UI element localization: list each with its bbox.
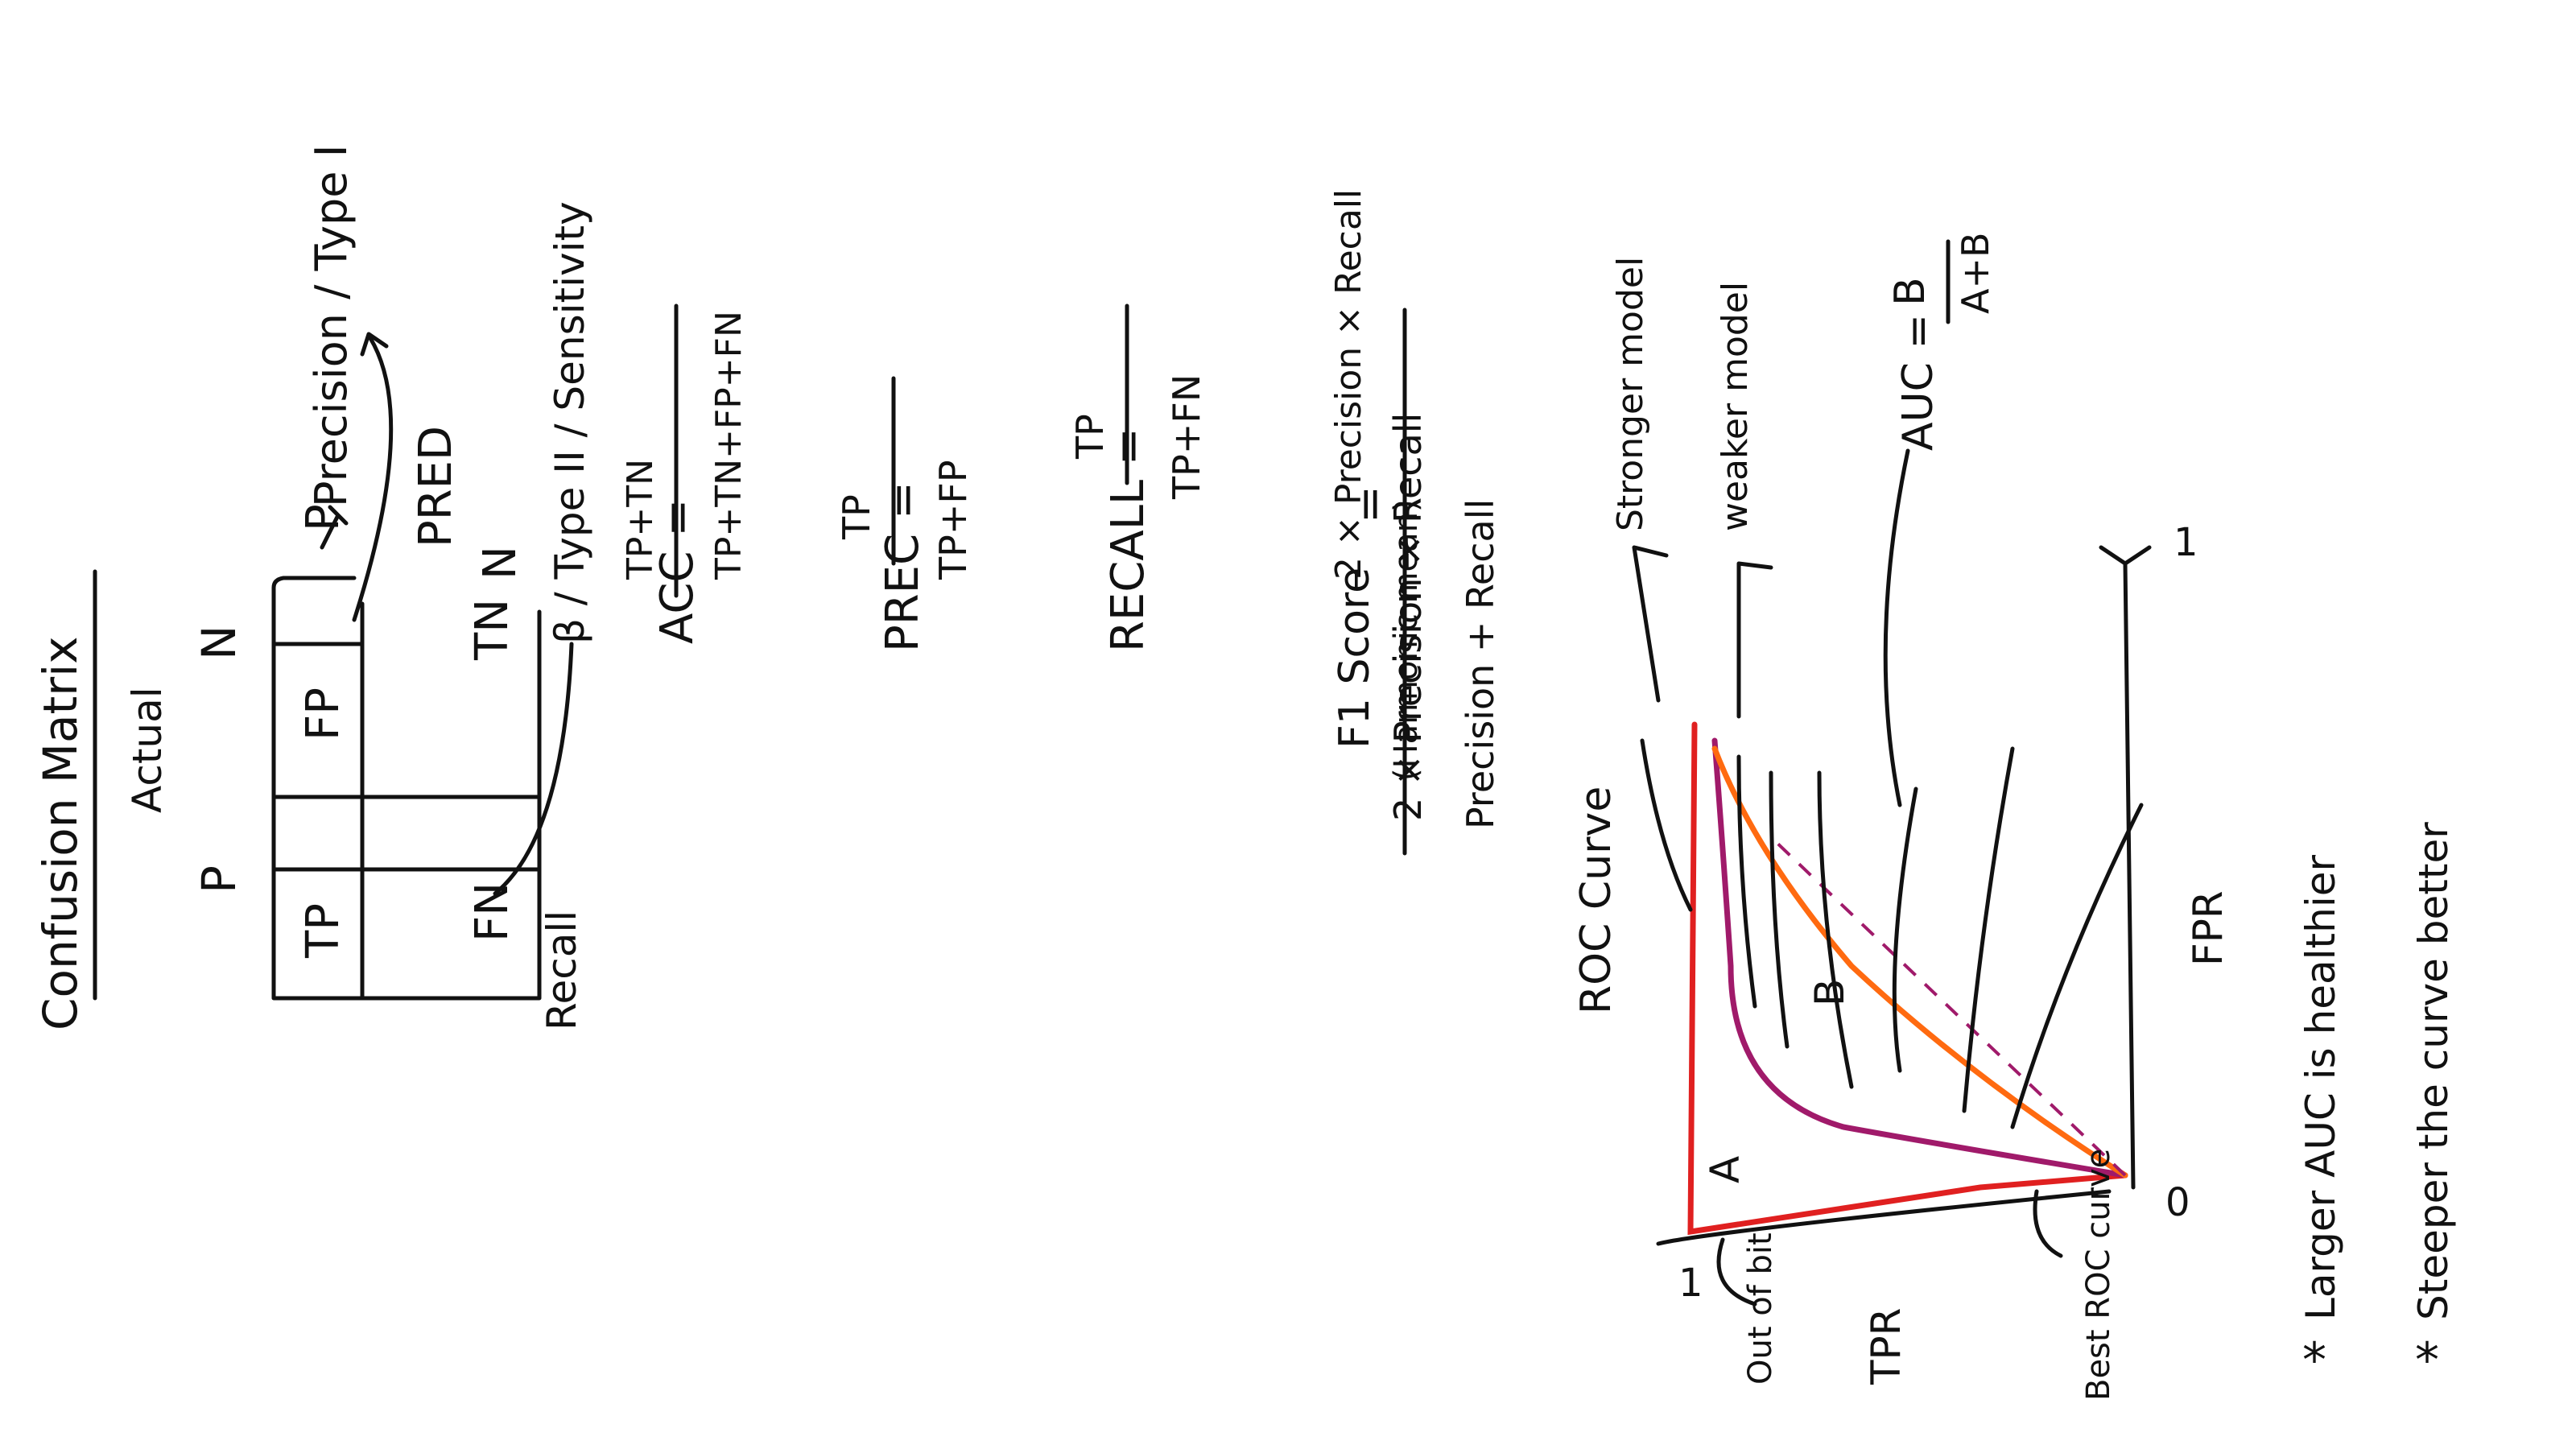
best-roc-curve xyxy=(1687,721,2128,1236)
precision-formula: PREC = TP TP+FP xyxy=(835,376,975,652)
accuracy-formula: ACC = TP+TN TP+TN+FP+FN xyxy=(620,303,749,644)
cell-fn: FN xyxy=(466,882,518,942)
roc-y-axis-label: TPR xyxy=(1863,1308,1909,1385)
out-of-bit-hook xyxy=(1716,1237,1757,1307)
auc-arrow xyxy=(1883,448,1910,807)
pred-n-label: N xyxy=(474,546,526,580)
roc-section: 2 × Precision × Recall Precision + Recal… xyxy=(1386,232,2457,1401)
recall-formula: RECALL = TP TP+FN xyxy=(1068,303,1208,652)
recall-column-label: Recall xyxy=(539,910,585,1030)
roc-x-one: 1 xyxy=(2174,520,2198,565)
f1-numerator: 2 × Precision × Recall xyxy=(1328,189,1369,580)
precision-curve-arrow xyxy=(352,332,394,622)
roc-origin: 0 xyxy=(2165,1180,2190,1225)
random-diagonal xyxy=(1769,836,2127,1177)
prec-numerator: TP xyxy=(835,494,878,540)
roc-band: 2 × Precision × Recall xyxy=(1328,189,1369,580)
region-b-label: B xyxy=(1806,979,1853,1006)
roc-y-axis xyxy=(1656,1189,2112,1246)
roc-x-axis-label: FPR xyxy=(2185,890,2231,966)
roc-y-one: 1 xyxy=(1678,1261,1703,1306)
acc-denominator: TP+TN+FP+FN xyxy=(708,311,749,580)
purple-roc-curve xyxy=(1711,737,2128,1179)
precision-annotation: Precision / Type I xyxy=(306,144,357,507)
rotated-page: Confusion Matrix Actual P N P N PRED TP … xyxy=(33,144,1425,1030)
prec-denominator: TP+FP xyxy=(931,460,975,580)
prec-lhs: PREC = xyxy=(877,481,929,652)
weaker-arrow xyxy=(1736,561,1773,719)
pred-label: PRED xyxy=(410,426,462,547)
best-roc-label: Best ROC curve xyxy=(2080,1149,2117,1401)
cell-fp: FP xyxy=(297,687,349,741)
note2-bullet: * xyxy=(2415,1332,2439,1389)
auc-numerator: B xyxy=(1886,277,1934,306)
beta-annotation: β / Type II / Sensitivity xyxy=(547,201,593,644)
auc-lhs: AUC = xyxy=(1894,314,1942,451)
stronger-arrow xyxy=(1632,545,1669,703)
f1-equals: = xyxy=(1344,485,1396,523)
note1-text: Larger AUC is healthier xyxy=(2297,855,2344,1320)
recall-denominator: TP+FN xyxy=(1165,374,1208,500)
matrix-grid xyxy=(271,576,542,1001)
f1-denominator-screen: Precision + Recall xyxy=(1459,499,1502,829)
fn-arrow xyxy=(493,642,574,896)
weaker-label: weaker model xyxy=(1715,282,1756,531)
actual-label: Actual xyxy=(124,687,171,813)
note2-text: Steeper the curve better xyxy=(2410,822,2457,1320)
actual-p-label: P xyxy=(192,865,246,894)
recall-numerator: TP xyxy=(1068,414,1112,460)
region-a-label: A xyxy=(1702,1156,1748,1183)
out-of-bit-label: Out of bit xyxy=(1742,1232,1779,1385)
auc-denominator: A+B xyxy=(1954,232,1997,314)
actual-n-label: N xyxy=(192,625,246,660)
roc-title: ROC Curve xyxy=(1572,786,1620,1014)
cell-tp: TP xyxy=(297,903,349,959)
best-roc-hook xyxy=(2033,1189,2063,1258)
roc-x-axis xyxy=(2099,545,2152,1190)
cell-tn: TN xyxy=(466,599,518,661)
acc-numerator: TP+TN xyxy=(620,459,661,580)
f1-numerator-screen: 2 × Precision × Recall xyxy=(1386,413,1430,821)
fp-arrow xyxy=(320,505,349,550)
confusion-title: Confusion Matrix xyxy=(33,636,88,1030)
area-b-hatching xyxy=(1640,738,2144,1129)
stronger-label: Stronger model xyxy=(1610,257,1651,531)
confusion-matrix-section: Confusion Matrix Actual P N P N PRED TP … xyxy=(33,144,593,1030)
orange-roc-curve xyxy=(1711,745,2128,1179)
note1-bullet: * xyxy=(2302,1332,2326,1389)
f1-lhs: F1 Score xyxy=(1331,568,1379,749)
f1-fraction: 2 × Precision × Recall xyxy=(1328,189,1369,580)
